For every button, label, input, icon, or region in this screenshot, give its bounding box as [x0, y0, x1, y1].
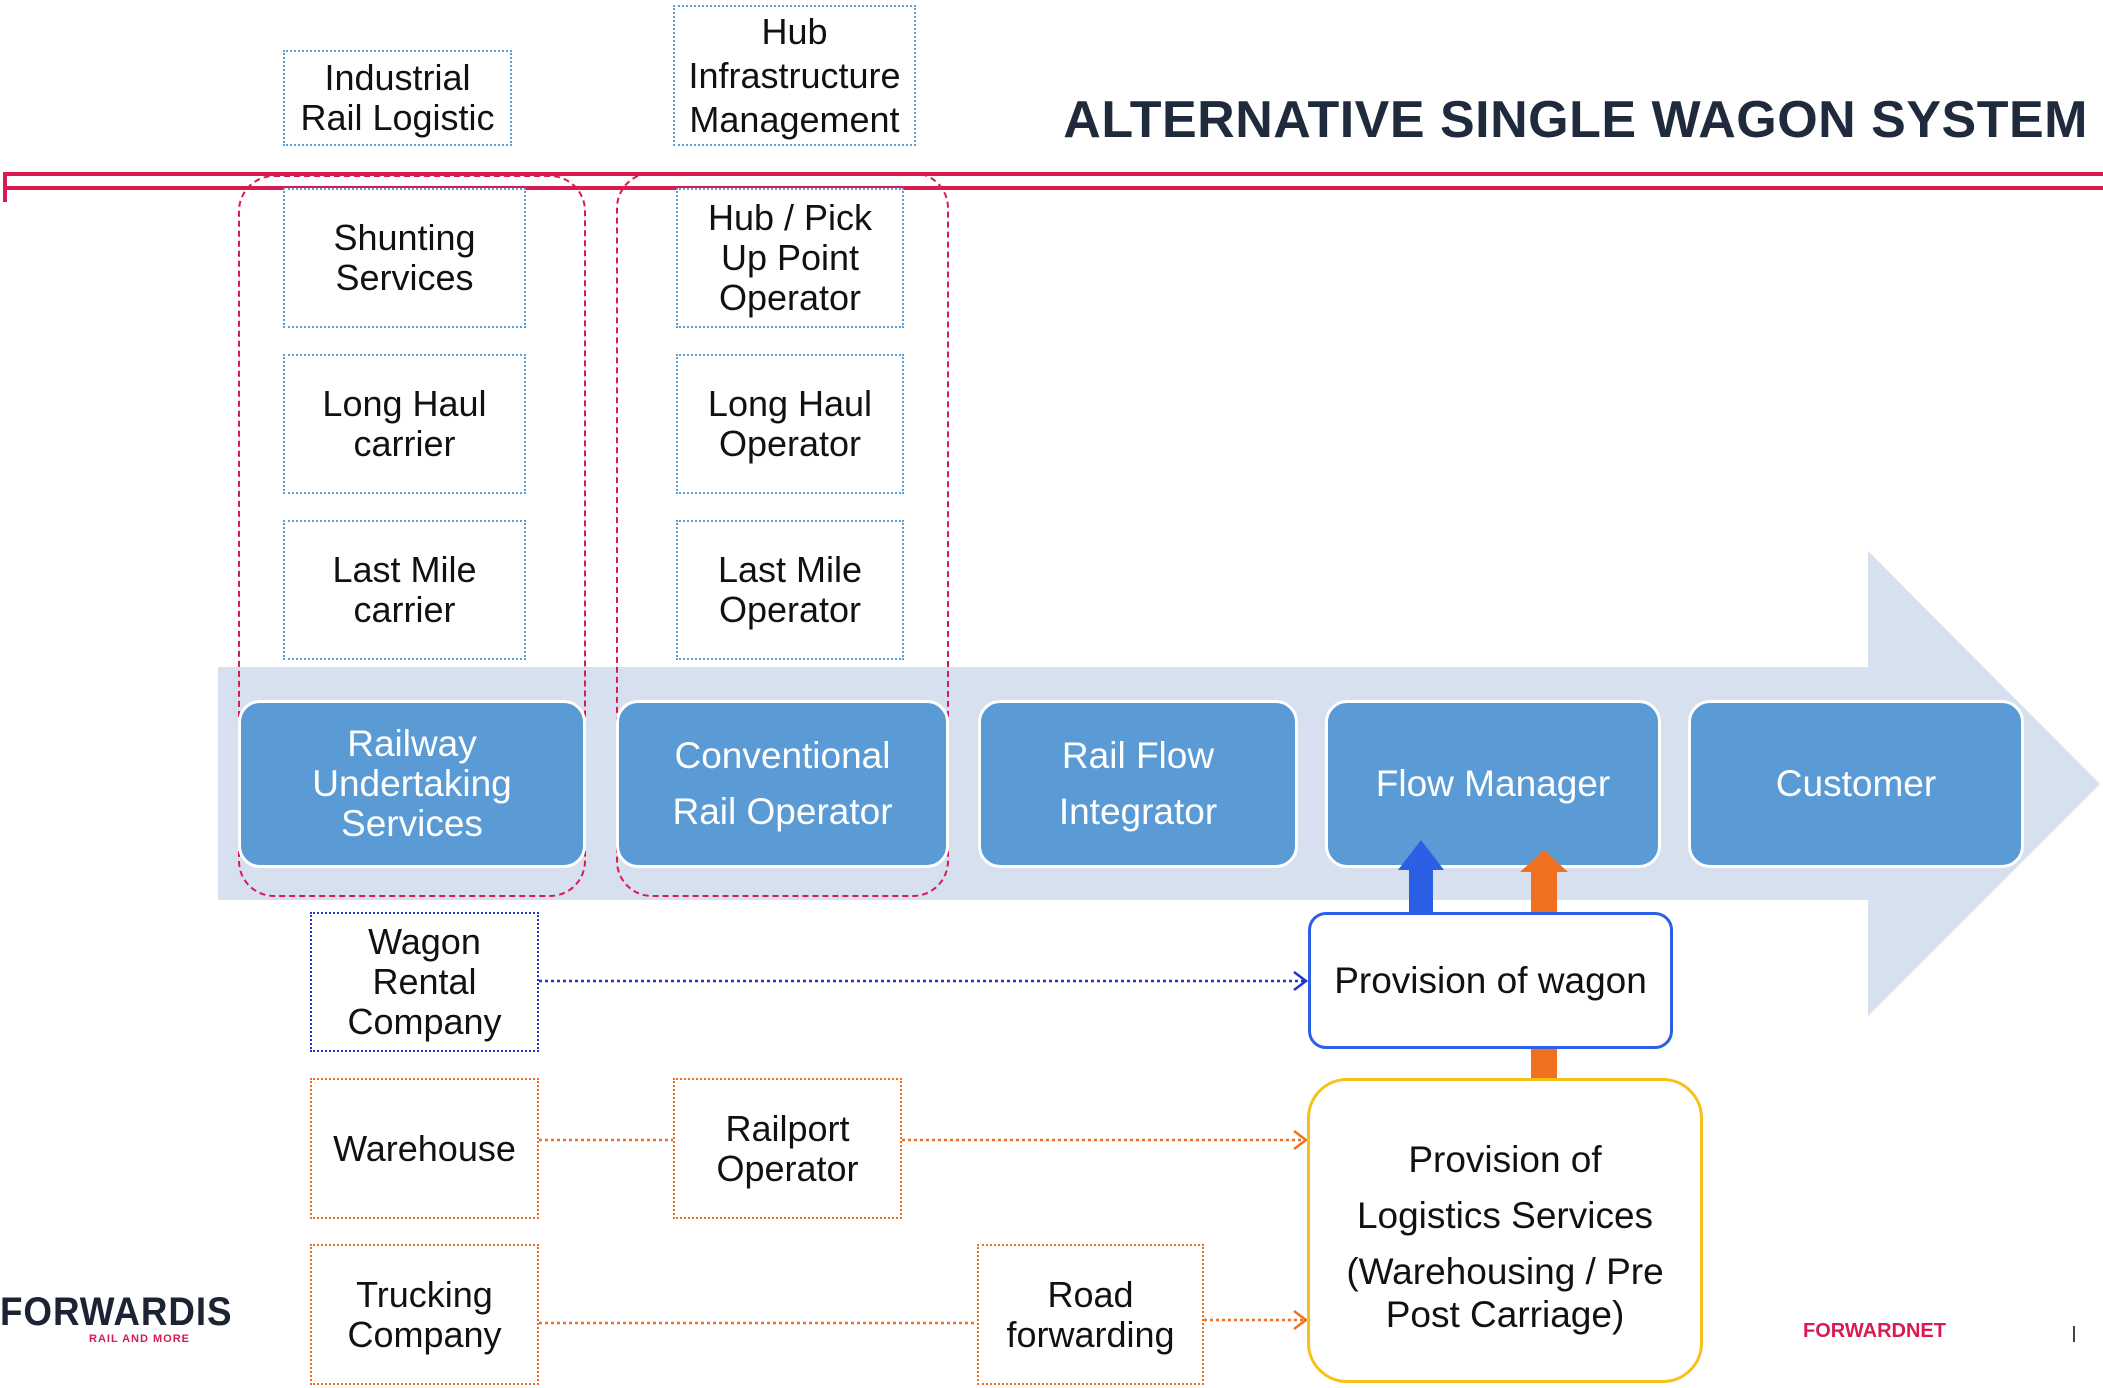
long-haul-carrier-box: Long Haul carrier — [283, 354, 526, 494]
forwardis-logo: FORWARDIS RAIL AND MORE — [0, 1290, 253, 1345]
logistics-line-4: Post Carriage) — [1385, 1293, 1625, 1335]
provision-of-logistics-box: Provision of Logistics Services (Warehou… — [1307, 1078, 1703, 1383]
warehouse-box: Warehouse — [310, 1078, 539, 1219]
last-mile-operator-box: Last Mile Operator — [676, 520, 904, 660]
hub-infrastructure-box: Hub Infrastructure Management — [673, 5, 916, 146]
logistics-line-3: (Warehousing / Pre — [1346, 1250, 1664, 1292]
logo-tagline: RAIL AND MORE — [89, 1333, 190, 1345]
wagon-rental-company-box: Wagon Rental Company — [310, 912, 539, 1052]
road-to-logistics-arrow — [1204, 1310, 1309, 1330]
wagon-rental-arrow — [539, 971, 1309, 991]
railport-operator-box: Railport Operator — [673, 1078, 902, 1219]
road-forwarding-box: Road forwarding — [977, 1244, 1204, 1385]
footer-brand: FORWARDNET — [1803, 1320, 1946, 1342]
stage-railway-undertaking: Railway Undertaking Services — [238, 700, 586, 868]
logistics-line-2: Logistics Services — [1356, 1194, 1654, 1236]
railport-to-logistics-arrow — [902, 1130, 1309, 1150]
last-mile-carrier-box: Last Mile carrier — [283, 520, 526, 660]
trucking-company-box: Trucking Company — [310, 1244, 539, 1385]
hub-pickup-operator-box: Hub / Pick Up Point Operator — [676, 188, 904, 328]
stage-rail-flow-integrator: Rail Flow Integrator — [978, 700, 1298, 868]
page-marker — [2073, 1326, 2075, 1342]
shunting-services-box: Shunting Services — [283, 188, 526, 328]
industrial-rail-logistic-box: Industrial Rail Logistic — [283, 50, 512, 146]
blue-up-arrow — [1398, 840, 1444, 914]
logistics-line-1: Provision of — [1408, 1138, 1602, 1180]
railway-undertaking-group-outline — [238, 175, 586, 897]
orange-link-bar — [1531, 1048, 1557, 1082]
stage-flow-manager: Flow Manager — [1325, 700, 1661, 868]
long-haul-operator-box: Long Haul Operator — [676, 354, 904, 494]
stage-customer: Customer — [1688, 700, 2024, 868]
logo-wordmark: FORWARDIS — [0, 1290, 233, 1334]
orange-up-arrow — [1520, 850, 1568, 914]
stage-conventional-rail-operator: Conventional Rail Operator — [616, 700, 949, 868]
provision-of-wagon-box: Provision of wagon — [1308, 912, 1673, 1049]
page-title: ALTERNATIVE SINGLE WAGON SYSTEM — [1063, 91, 2088, 149]
conventional-operator-group-outline — [616, 172, 949, 897]
